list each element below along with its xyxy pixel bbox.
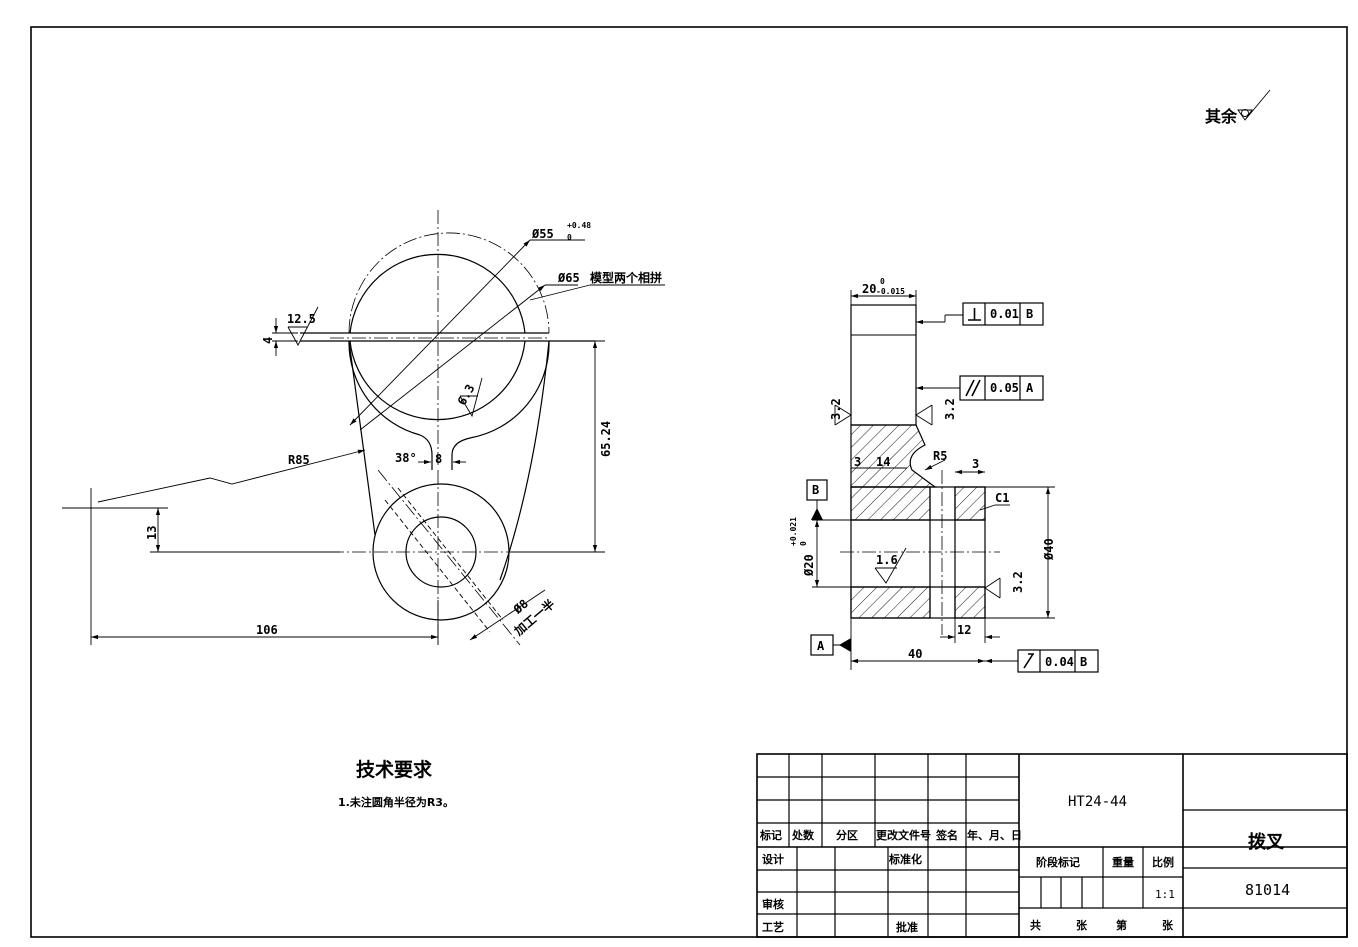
tech-req-title: 技术要求 bbox=[356, 758, 433, 781]
th-docno: 更改文件号 bbox=[876, 828, 931, 842]
tb-material: HT24-44 bbox=[1068, 794, 1127, 810]
title-block: 标记 处数 分区 更改文件号 签名 年、月、日 设计 标准化 审核 工艺 批准 … bbox=[756, 753, 1348, 938]
tb-part-name: 拨叉 bbox=[1248, 831, 1285, 853]
tb-drawing-no: 81014 bbox=[1245, 881, 1290, 899]
tb-design: 设计 bbox=[762, 852, 784, 866]
rough-3-2-left: 3.2 bbox=[829, 398, 843, 420]
datum-a: A bbox=[817, 639, 825, 653]
datum-b: B bbox=[812, 483, 819, 497]
tb-sheet-unit: 张 bbox=[1162, 918, 1174, 932]
sheet-border bbox=[30, 26, 1348, 938]
par-ref: A bbox=[1026, 381, 1034, 395]
tb-sheet-no: 第 bbox=[1116, 918, 1127, 932]
dim-r85: R85 bbox=[288, 453, 310, 467]
tech-req-item-1: 1.未注圆角半径为R3。 bbox=[338, 795, 454, 809]
note-mold: 模型两个相拼 bbox=[590, 270, 662, 285]
svg-text:0: 0 bbox=[567, 233, 572, 242]
front-view: Ø55 +0.48 0 Ø65 模型两个相拼 12.5 4 6.3 R85 38… bbox=[62, 210, 665, 646]
th-zone: 分区 bbox=[836, 828, 858, 842]
th-count: 处数 bbox=[791, 828, 815, 842]
svg-text:+0.48: +0.48 bbox=[567, 221, 591, 230]
dim-20: 20 bbox=[862, 282, 876, 296]
th-sign: 签名 bbox=[935, 828, 958, 842]
tb-scale: 1:1 bbox=[1155, 888, 1175, 901]
tb-sheets: 张 bbox=[1076, 918, 1088, 932]
tb-review: 审核 bbox=[762, 897, 784, 911]
dim-3-left: 3 bbox=[854, 455, 861, 469]
tb-weight: 重量 bbox=[1112, 855, 1134, 869]
tb-total: 共 bbox=[1030, 918, 1041, 932]
dim-65-24: 65.24 bbox=[599, 421, 613, 457]
dim-40: 40 bbox=[908, 647, 922, 661]
dim-38deg: 38° bbox=[395, 451, 417, 465]
dim-8: 8 bbox=[435, 452, 442, 466]
rough-6-3: 6.3 bbox=[455, 382, 478, 408]
th-mark: 标记 bbox=[759, 828, 782, 842]
surface-roughness-note: 其余 bbox=[1205, 89, 1271, 126]
dim-d20: Ø20 bbox=[802, 554, 816, 577]
rough-3-2-right: 3.2 bbox=[943, 398, 957, 420]
dim-d55: Ø55 bbox=[531, 227, 554, 241]
dim-c1: C1 bbox=[995, 491, 1009, 505]
dim-106: 106 bbox=[256, 623, 278, 637]
tb-scale-label: 比例 bbox=[1152, 855, 1174, 869]
svg-text:-0.015: -0.015 bbox=[876, 287, 905, 296]
tb-approve: 批准 bbox=[896, 920, 918, 934]
outer-circle-phantom bbox=[348, 232, 550, 334]
surface-note-text: 其余 bbox=[1205, 107, 1238, 126]
dim-r5: R5 bbox=[933, 449, 947, 463]
runout-ref: B bbox=[1080, 655, 1087, 669]
perp-tol: 0.01 bbox=[990, 307, 1019, 321]
tb-stage: 阶段标记 bbox=[1036, 855, 1080, 869]
runout-tol: 0.04 bbox=[1045, 655, 1074, 669]
dim-4: 4 bbox=[261, 337, 275, 344]
rough-1-6: 1.6 bbox=[876, 553, 898, 567]
tb-process: 工艺 bbox=[762, 920, 784, 934]
dim-13: 13 bbox=[145, 526, 159, 540]
dim-12: 12 bbox=[957, 623, 971, 637]
par-tol: 0.05 bbox=[990, 381, 1019, 395]
dim-d40: Ø40 bbox=[1042, 538, 1056, 561]
svg-text:+0.021: +0.021 bbox=[789, 517, 798, 546]
svg-text:0: 0 bbox=[799, 541, 808, 546]
svg-text:0: 0 bbox=[880, 277, 885, 286]
tb-standardize: 标准化 bbox=[888, 852, 922, 866]
technical-requirements: 技术要求 1.未注圆角半径为R3。 bbox=[338, 758, 454, 809]
rough-12-5: 12.5 bbox=[287, 312, 316, 326]
dim-d65: Ø65 bbox=[557, 271, 580, 285]
th-date: 年、月、日 bbox=[967, 828, 1022, 842]
side-view: 20 0 -0.015 0.01 B 0.05 A 3.2 3.2 3 14 bbox=[789, 277, 1099, 673]
dim-14: 14 bbox=[876, 455, 890, 469]
rough-3-2-bore: 3.2 bbox=[1011, 571, 1025, 593]
dim-3-right: 3 bbox=[972, 457, 979, 471]
perp-ref: B bbox=[1026, 307, 1033, 321]
